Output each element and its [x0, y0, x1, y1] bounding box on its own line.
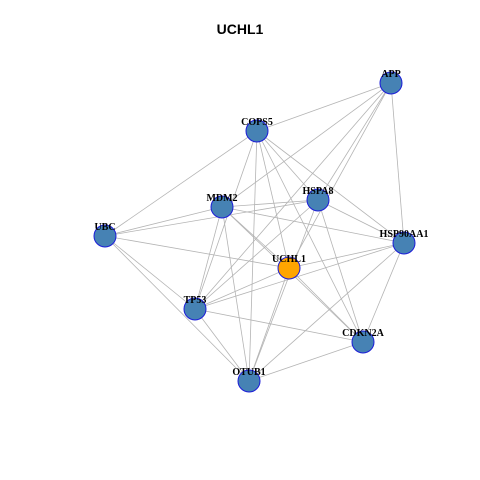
network-title: UCHL1 [216, 21, 264, 37]
node-circle-tp53 [183, 297, 207, 321]
node-ubc: UBC [93, 222, 117, 248]
edge-tp53-otub1 [194, 308, 250, 382]
node-mdm2: MDM2 [206, 193, 238, 219]
edge-ubc-uchl1 [104, 235, 290, 269]
edge-cops5-otub1 [248, 130, 258, 382]
edge-mdm2-tp53 [194, 206, 223, 310]
edge-cops5-tp53 [194, 130, 258, 310]
edge-uchl1-otub1 [248, 267, 290, 382]
edge-cops5-uchl1 [256, 130, 290, 269]
node-label-cops5: COPS5 [241, 117, 273, 128]
node-label-cdkn2a: CDKN2A [342, 328, 384, 339]
node-circle-cdkn2a [351, 330, 375, 354]
edge-cops5-hspa8 [256, 130, 319, 201]
edge-hspa8-hsp90aa1 [317, 199, 405, 244]
node-circle-otub1 [237, 369, 261, 393]
node-label-hsp90aa1: HSP90AA1 [380, 229, 429, 240]
edge-hspa8-tp53 [194, 199, 319, 310]
edge-hsp90aa1-cdkn2a [362, 242, 405, 343]
node-circle-cops5 [245, 119, 269, 143]
node-label-uchl1: UCHL1 [272, 254, 306, 265]
node-circle-mdm2 [210, 195, 234, 219]
node-uchl1: UCHL1 [272, 254, 306, 280]
edge-hspa8-mdm2 [221, 199, 319, 208]
node-otub1: OTUB1 [232, 367, 266, 393]
edge-tp53-cdkn2a [194, 308, 364, 343]
edge-cdkn2a-otub1 [248, 341, 364, 382]
node-label-tp53: TP53 [184, 295, 207, 306]
edge-uchl1-tp53 [194, 267, 290, 310]
node-circle-hspa8 [306, 188, 330, 212]
edge-ubc-otub1 [104, 235, 250, 382]
node-app: APP [379, 69, 403, 95]
edge-mdm2-otub1 [221, 206, 250, 382]
edge-app-hspa8 [317, 82, 392, 201]
edge-app-uchl1 [288, 82, 392, 269]
node-label-mdm2: MDM2 [206, 193, 237, 204]
node-label-otub1: OTUB1 [232, 367, 265, 378]
edge-uchl1-cdkn2a [288, 267, 364, 343]
edge-mdm2-ubc [104, 206, 223, 237]
edge-cops5-cdkn2a [256, 130, 364, 343]
node-circle-uchl1 [277, 256, 301, 280]
node-hsp90aa1: HSP90AA1 [380, 229, 429, 255]
node-cops5: COPS5 [241, 117, 273, 143]
node-circle-ubc [93, 224, 117, 248]
edge-ubc-tp53 [104, 235, 196, 310]
edge-app-mdm2 [221, 82, 392, 208]
edge-hspa8-ubc [104, 199, 319, 237]
edge-hsp90aa1-otub1 [248, 242, 405, 382]
edge-hspa8-cdkn2a [317, 199, 364, 343]
node-label-hspa8: HSPA8 [303, 186, 334, 197]
edge-cops5-hsp90aa1 [256, 130, 405, 244]
edge-hsp90aa1-tp53 [194, 242, 405, 310]
edge-hsp90aa1-uchl1 [288, 242, 405, 269]
edge-cops5-ubc [104, 130, 258, 237]
node-cdkn2a: CDKN2A [342, 328, 385, 354]
node-hspa8: HSPA8 [303, 186, 334, 212]
edge-app-hsp90aa1 [390, 82, 405, 244]
edge-mdm2-hsp90aa1 [221, 206, 405, 244]
edge-app-cops5 [256, 82, 392, 132]
node-label-ubc: UBC [94, 222, 115, 233]
node-circle-hsp90aa1 [392, 231, 416, 255]
node-label-app: APP [381, 69, 400, 80]
node-circle-app [379, 71, 403, 95]
edge-hspa8-otub1 [248, 199, 319, 382]
edge-layer [104, 82, 405, 382]
edge-app-tp53 [194, 82, 392, 310]
node-tp53: TP53 [183, 295, 207, 321]
